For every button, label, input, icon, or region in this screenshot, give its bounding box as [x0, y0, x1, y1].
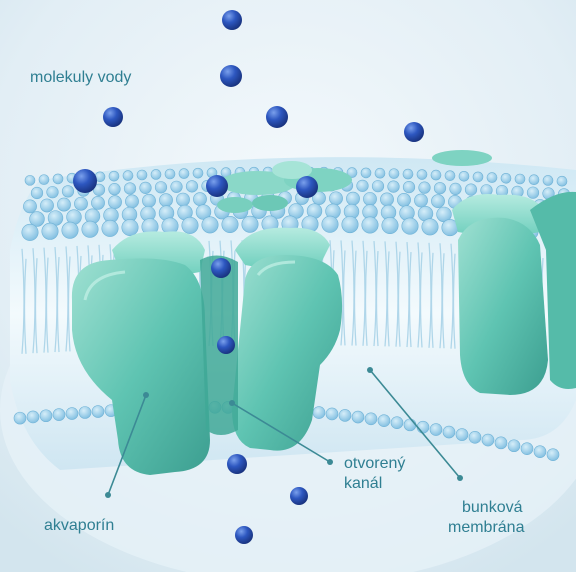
water-molecule-icon [290, 487, 308, 505]
label-open-channel-line2: kanál [344, 474, 382, 493]
water-molecule-icon [73, 169, 97, 193]
label-open-channel-line1: otvorený [344, 454, 405, 473]
aquaporin-protein-far-right [452, 192, 576, 395]
water-molecule-icon [220, 65, 242, 87]
water-molecule-icon [103, 107, 123, 127]
aquaporin-icon [458, 218, 548, 395]
water-molecule-icon [206, 175, 228, 197]
water-molecule-icon [222, 10, 242, 30]
water-molecule-icon [266, 106, 288, 128]
label-aquaporin: akvaporín [44, 516, 114, 535]
water-molecule-icon [217, 336, 235, 354]
water-molecule-icon [227, 454, 247, 474]
water-molecule-icon [235, 526, 253, 544]
label-water-molecules: molekuly vody [30, 68, 131, 87]
water-molecule-icon [404, 122, 424, 142]
water-molecule-icon [296, 176, 318, 198]
water-molecule-icon [211, 258, 231, 278]
label-membrane-line2: membrána [448, 518, 524, 537]
label-membrane-line1: bunková [462, 498, 523, 517]
